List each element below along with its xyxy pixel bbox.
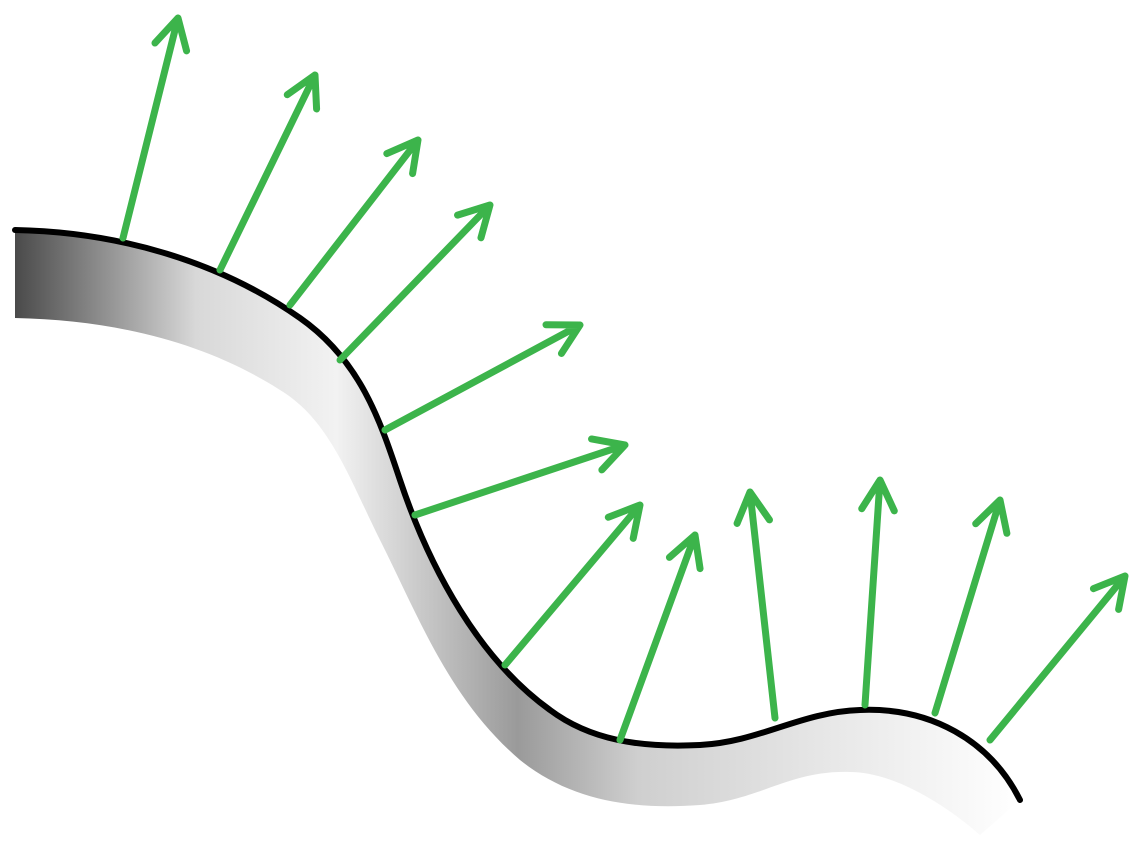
normal-arrow-8 [620, 535, 700, 740]
normal-arrow-6 [415, 439, 625, 515]
surface-band [15, 230, 1020, 835]
normal-arrow-5 [385, 325, 580, 430]
normal-arrow-7 [505, 505, 640, 665]
normal-arrow-3 [290, 140, 418, 305]
normal-arrow-10 [862, 480, 895, 705]
normal-arrow-9 [737, 492, 775, 718]
normal-arrow-1 [123, 18, 187, 238]
normal-arrow-12 [990, 576, 1125, 740]
normal-arrow-11 [935, 500, 1007, 713]
normal-arrow-2 [220, 75, 317, 270]
normal-arrow-4 [340, 205, 490, 360]
